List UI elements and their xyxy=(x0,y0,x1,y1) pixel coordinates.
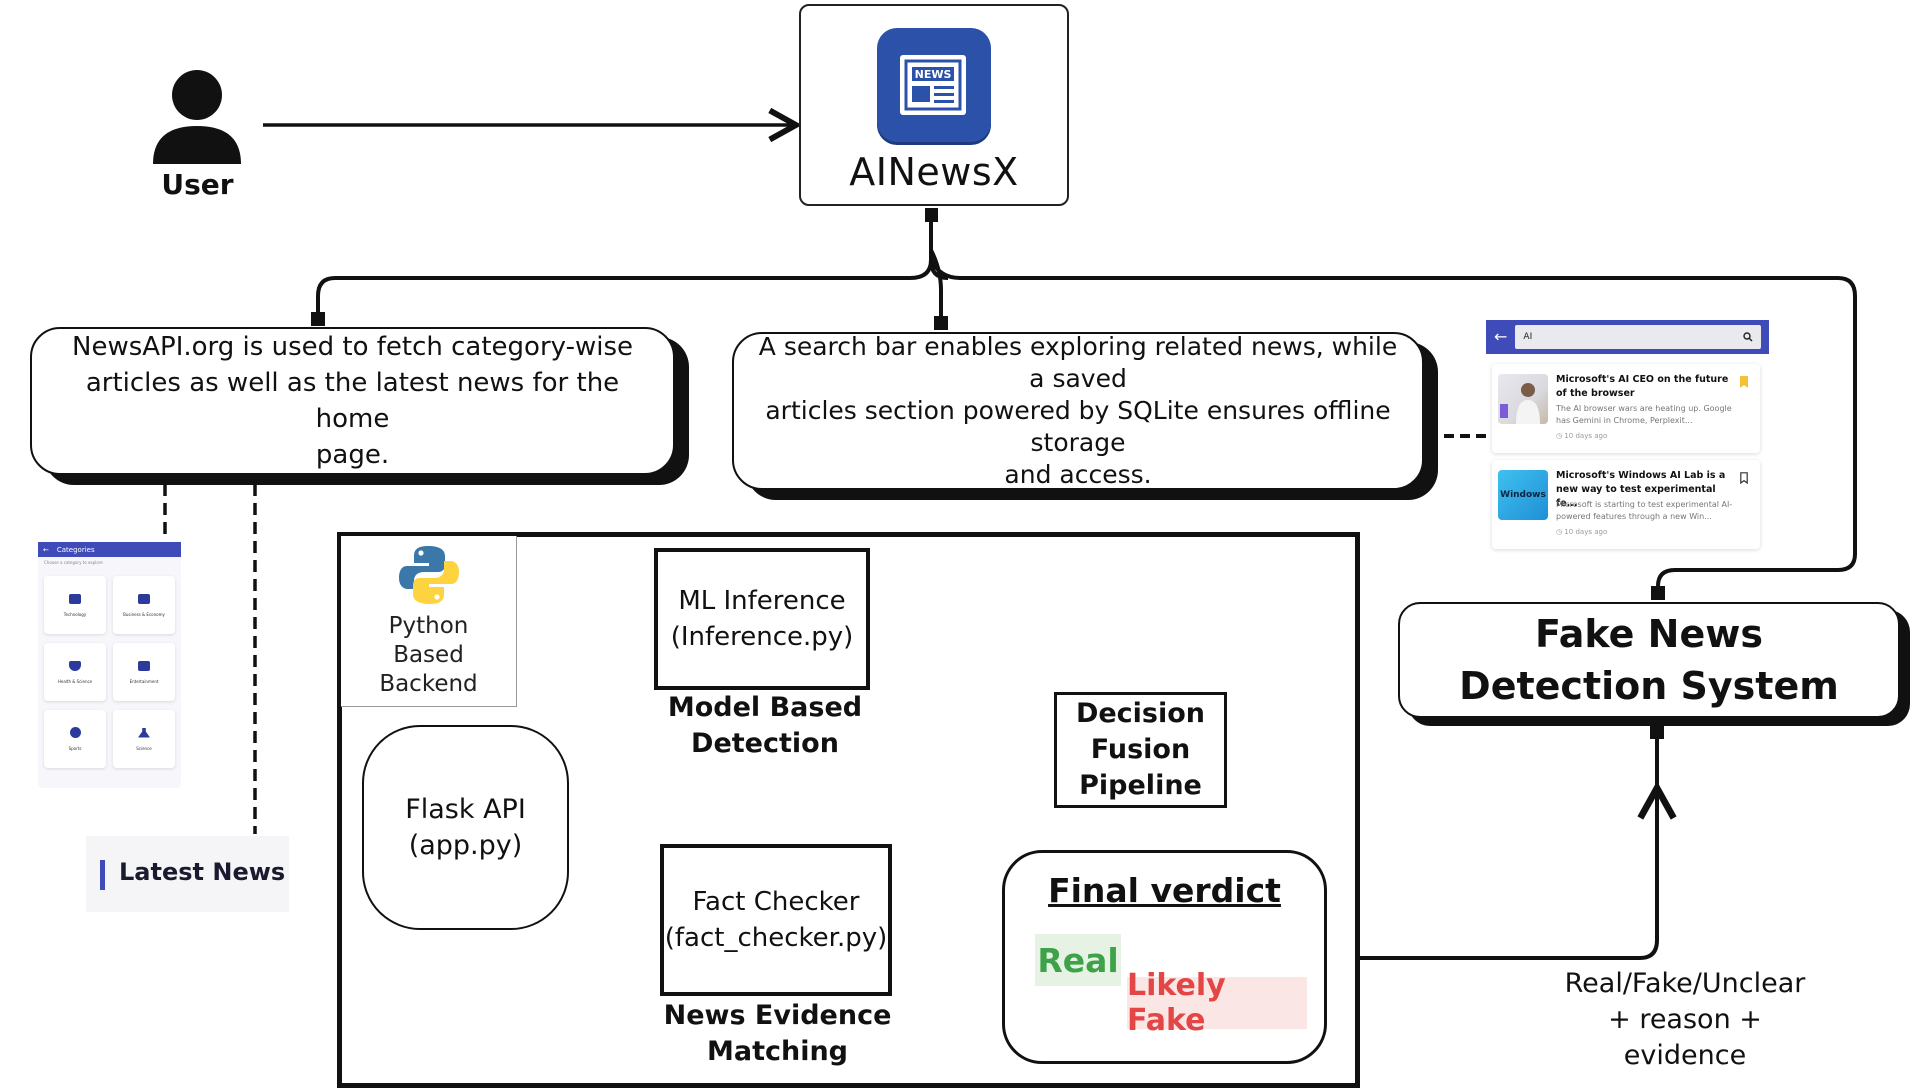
search-connector xyxy=(934,316,948,330)
back-arrow-icon: ← xyxy=(43,545,49,554)
bookmark-filled-icon xyxy=(1740,376,1748,388)
fact-checker-caption: News Evidence Matching xyxy=(663,1000,892,1067)
category-label: Sports xyxy=(68,746,82,751)
final-verdict-node: Final verdict Real Likely Fake xyxy=(1002,850,1327,1064)
briefcase-icon xyxy=(138,593,150,604)
search-result-card: Windows Microsoft's Windows AI Lab is a … xyxy=(1492,460,1760,549)
categories-header: ← Categories xyxy=(38,542,181,557)
result-title: Microsoft's AI CEO on the future of the … xyxy=(1556,374,1729,399)
result-description: The AI browser wars are heating up. Goog… xyxy=(1556,404,1732,425)
result-thumbnail xyxy=(1498,374,1548,424)
verdict-real-badge: Real xyxy=(1035,934,1121,986)
result-time-text: 10 days ago xyxy=(1564,432,1608,440)
fnds-bottom-connector xyxy=(1650,725,1664,739)
newsapi-connector xyxy=(311,312,325,326)
search-header: ← AI xyxy=(1486,320,1769,354)
result-thumbnail: Windows xyxy=(1498,470,1548,520)
app-to-fnds-line xyxy=(929,259,1857,594)
app-bottom-connector xyxy=(925,208,938,222)
app-node: NEWS AINewsX xyxy=(799,4,1069,206)
app-title: AINewsX xyxy=(849,150,1019,194)
clapperboard-icon xyxy=(138,660,150,671)
category-tile: Sports xyxy=(44,710,106,768)
search-icon xyxy=(1743,332,1753,342)
newsapi-note: NewsAPI.org is used to fetch category-wi… xyxy=(30,327,675,475)
search-field: AI xyxy=(1515,325,1761,349)
verdict-to-fnds-line xyxy=(1341,788,1657,960)
latest-news-mockup: Latest News xyxy=(86,836,289,912)
result-description: Microsoft is starting to test experiment… xyxy=(1556,500,1733,521)
result-title: Microsoft's Windows AI Lab is a new way … xyxy=(1556,470,1726,509)
fnds-top-connector xyxy=(1651,586,1665,600)
news-icon-text: NEWS xyxy=(915,68,952,81)
category-label: Technology xyxy=(63,611,87,617)
ml-inference-node: ML Inference (Inference.py) xyxy=(654,548,870,690)
app-to-newsapi-line xyxy=(316,259,933,318)
flask-icon xyxy=(138,727,150,738)
verdict-title: Final verdict xyxy=(1048,871,1281,910)
soccer-ball-icon xyxy=(69,727,81,738)
news-app-icon: NEWS xyxy=(877,28,991,142)
verdict-fake-badge: Likely Fake xyxy=(1127,968,1307,1038)
flask-api-node: Flask API (app.py) xyxy=(362,725,569,930)
category-tile: Entertainment xyxy=(113,643,175,701)
fake-news-detection-system-node: Fake News Detection System xyxy=(1398,602,1900,718)
category-label: Science xyxy=(136,745,152,751)
decision-fusion-node: Decision Fusion Pipeline xyxy=(1054,692,1227,808)
category-tile: Science xyxy=(113,710,175,768)
python-backend-label: Python Based Backend xyxy=(379,612,478,697)
category-tile: Business & Economy xyxy=(113,576,175,634)
result-thumbnail-text: Windows xyxy=(1500,490,1546,500)
output-note: Real/Fake/Unclear + reason + evidence xyxy=(1564,968,1806,1071)
categories-title: Categories xyxy=(56,545,95,554)
search-note: A search bar enables exploring related n… xyxy=(732,332,1424,490)
category-tile: Health & Science xyxy=(44,643,106,701)
ml-caption: Model Based Detection xyxy=(667,692,863,759)
latest-news-label: Latest News xyxy=(119,858,286,886)
search-query: AI xyxy=(1523,332,1533,342)
search-result-card: Microsoft's AI CEO on the future of the … xyxy=(1492,364,1760,453)
python-logo-icon xyxy=(398,545,459,604)
fact-checker-node: Fact Checker (fact_checker.py) xyxy=(660,844,892,996)
category-label: Entertainment xyxy=(129,678,159,684)
bookmark-outline-icon xyxy=(1740,472,1748,484)
categories-screen-mockup: ← Categories Choose a category to explor… xyxy=(38,542,181,788)
user-icon xyxy=(153,70,241,164)
python-backend-panel: Python Based Backend xyxy=(341,536,517,707)
categories-subtitle: Choose a category to explore xyxy=(44,560,103,565)
categories-grid: Technology Business & Economy Health & S… xyxy=(38,568,181,776)
back-arrow-icon: ← xyxy=(1494,327,1508,346)
search-screen-mockup: ← AI Microsoft's AI CEO on the future of… xyxy=(1486,320,1769,552)
latest-news-accent-bar xyxy=(100,860,105,890)
category-tile: Technology xyxy=(44,576,106,634)
user-label: User xyxy=(161,168,234,201)
laptop-icon xyxy=(69,593,81,604)
result-time-text: 10 days ago xyxy=(1564,528,1608,536)
category-label: Health & Science xyxy=(57,678,93,684)
category-label: Business & Economy xyxy=(123,611,165,617)
result-time: ◷ 10 days ago xyxy=(1556,432,1608,440)
shield-icon xyxy=(69,660,81,671)
result-time: ◷ 10 days ago xyxy=(1556,528,1608,536)
